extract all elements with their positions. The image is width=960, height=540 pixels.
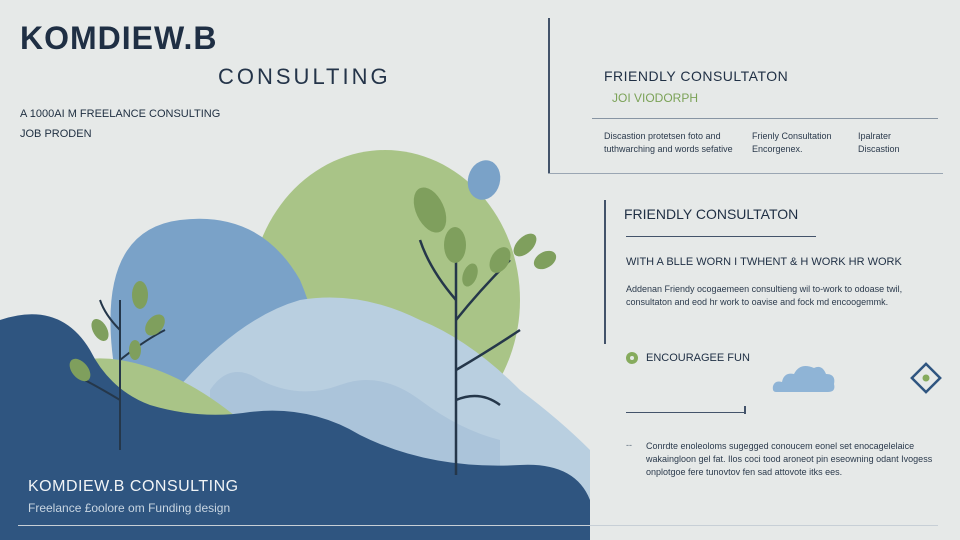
cloud-icon	[772, 366, 835, 392]
landscape-illustration	[0, 150, 590, 540]
card2-bottom-tick	[744, 406, 746, 414]
encourage-label: ENCOURAGEE FUN	[646, 352, 750, 364]
footer-subtitle: Freelance £oolore om Funding design	[28, 501, 231, 515]
card1-title: FRIENDLY CONSULTATON	[604, 68, 789, 84]
card1-column-1: Discastion protetsen foto and tuthwarchi…	[604, 131, 733, 154]
card2-heading: WITH A BLLE WORN I TWHENT & H WORK HR WO…	[626, 256, 902, 268]
card2-bottom-divider	[626, 412, 746, 413]
footer-brand: KOMDIEW.B CONSULTING	[28, 478, 239, 495]
card2-title: FRIENDLY CONSULTATON	[624, 206, 799, 222]
tagline-line2: JOB PRODEN	[20, 128, 92, 140]
brand-title: KOMDIEW.B	[20, 20, 218, 56]
card2-divider	[626, 236, 816, 237]
note-body-text: Conrdte enoleoloms sugegged conoucem eon…	[646, 441, 933, 477]
navy-foreground-shape	[0, 314, 590, 540]
brand-subtitle: CONSULTING	[218, 64, 391, 89]
card1-column-2: Frienly Consultation Encorgenex.	[752, 131, 832, 154]
bullet-icon	[626, 352, 638, 364]
card2-border-left	[604, 200, 606, 344]
card2-body-text: Addenan Friendy ocogaemeen consultieng w…	[626, 284, 903, 307]
leaf-icon	[418, 239, 521, 475]
footer-divider	[18, 525, 938, 526]
card1-border-left	[548, 18, 550, 174]
card1-border-bottom	[548, 173, 943, 174]
tagline-line1: A 1000AI M FREELANCE CONSULTING	[20, 108, 221, 120]
diamond-icon	[910, 362, 942, 394]
card1-divider	[592, 118, 938, 119]
card1-subtitle: JOI VIODORPH	[612, 91, 699, 105]
note-dash: --	[626, 440, 632, 450]
card1-column-3: Ipalrater Discastion	[858, 131, 900, 154]
